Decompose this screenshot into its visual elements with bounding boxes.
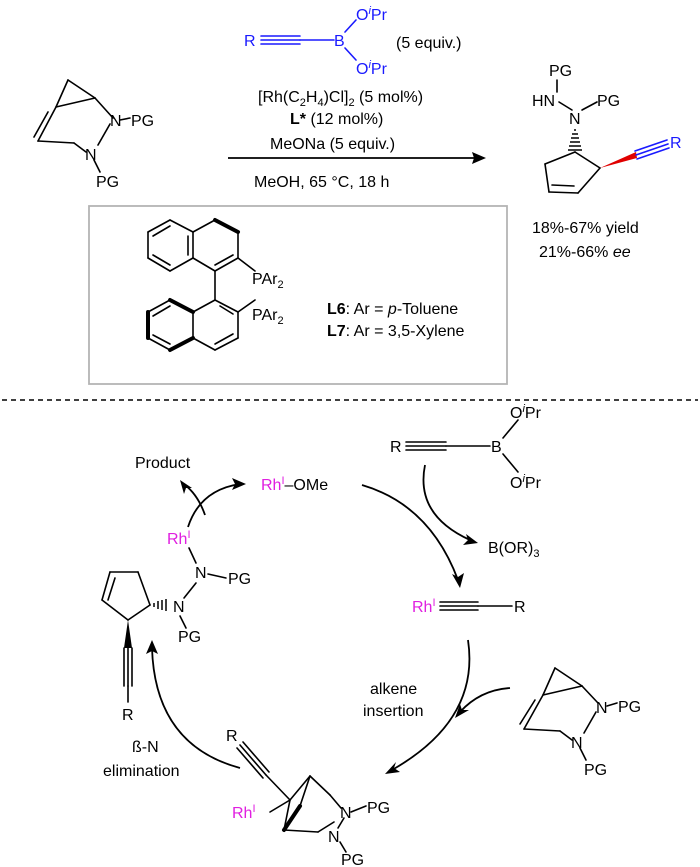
substrate-molecule: N PG N PG — [33, 79, 154, 191]
ligand-box — [88, 205, 508, 385]
reagent-b: B — [334, 33, 345, 50]
reagent-oipr-top: OiPr — [356, 5, 388, 24]
cycle-substrate-n2: N — [571, 735, 583, 752]
elim-rh: RhI — [167, 529, 191, 548]
cycle-oipr-top: OiPr — [510, 403, 542, 422]
ins-pg2: PG — [341, 852, 364, 867]
cycle-product-label: Product — [135, 455, 191, 472]
substrate-n1: N — [110, 113, 122, 130]
ins-n1: N — [340, 805, 352, 822]
step-elimination-2: elimination — [103, 763, 179, 780]
substrate-pg1: PG — [131, 113, 154, 130]
elim-r: R — [122, 707, 134, 724]
cycle-substrate-pg2: PG — [584, 762, 607, 779]
ins-rh: RhI — [232, 803, 256, 822]
elim-pg2: PG — [178, 629, 201, 646]
ins-pg1: PG — [367, 800, 390, 817]
elimination-intermediate: RhI N PG N PG R — [101, 529, 251, 724]
product-pg-mid: PG — [597, 93, 620, 110]
upper-pphos: PAr2 — [252, 271, 284, 291]
byproduct-label: B(OR)3 — [488, 540, 539, 560]
transmetalation-arrow — [361, 484, 459, 581]
rh-ome: RhI–OMe — [261, 475, 328, 494]
product-molecule: PG HN N PG R — [532, 63, 682, 194]
step-elimination-1: ß-N — [132, 739, 159, 756]
ligand-label: L* (12 mol%) — [290, 111, 383, 128]
cycle-boronate-r: R — [390, 439, 402, 456]
ligand-l6: L6: Ar = p-Toluene — [327, 301, 458, 318]
insertion-intermediate: R RhI N PG N PG — [226, 728, 390, 867]
alkynyl-boronate-reagent: R B OiPr OiPr (5 equiv.) — [244, 5, 462, 78]
reaction-arrow — [228, 152, 486, 164]
solvent-label: MeOH, 65 °C, 18 h — [254, 174, 389, 191]
step-insertion-1: alkene — [370, 681, 417, 698]
cycle-boronate: R B OiPr OiPr — [390, 403, 542, 492]
elim-n2: N — [173, 599, 185, 616]
substrate-pg2: PG — [96, 174, 119, 191]
base-label: MeONa (5 equiv.) — [270, 136, 395, 153]
wedge-bond — [600, 152, 637, 168]
cycle-substrate: N PG N PG — [519, 667, 641, 779]
binap-ligand: PAr2 PAr2 — [146, 218, 284, 352]
rh-alkynyl-rh: RhI — [412, 597, 436, 616]
reagent-oipr-bottom: OiPr — [356, 59, 388, 78]
reagent-equiv: (5 equiv.) — [396, 35, 462, 52]
catalyst-label: [Rh(C2H4)Cl]2 (5 mol%) — [258, 89, 423, 109]
product-pg-top: PG — [549, 63, 572, 80]
insertion-arrow — [391, 639, 471, 771]
cycle-oipr-bottom: OiPr — [510, 473, 542, 492]
product-r: R — [670, 135, 682, 152]
ins-n2: N — [328, 829, 340, 846]
cycle-substrate-n1: N — [596, 700, 608, 717]
step-insertion-2: insertion — [363, 703, 423, 720]
product-release-arrow — [187, 483, 241, 528]
rh-alkynyl-r: R — [514, 599, 526, 616]
substrate-n2: N — [85, 147, 97, 164]
product-n: N — [569, 111, 581, 128]
yield-text: 18%-67% yield — [532, 220, 639, 237]
lower-pphos: PAr2 — [252, 307, 284, 327]
product-hn: HN — [532, 93, 555, 110]
reagent-r: R — [244, 33, 256, 50]
ligand-l7: L7: Ar = 3,5-Xylene — [327, 323, 465, 340]
ins-r: R — [226, 728, 238, 745]
elim-pg1: PG — [228, 571, 251, 588]
cycle-boronate-b: B — [491, 439, 502, 456]
elimination-arrow — [151, 647, 241, 769]
elim-n1: N — [195, 565, 207, 582]
cycle-substrate-pg1: PG — [618, 699, 641, 716]
ee-text: 21%-66% ee — [539, 244, 631, 261]
